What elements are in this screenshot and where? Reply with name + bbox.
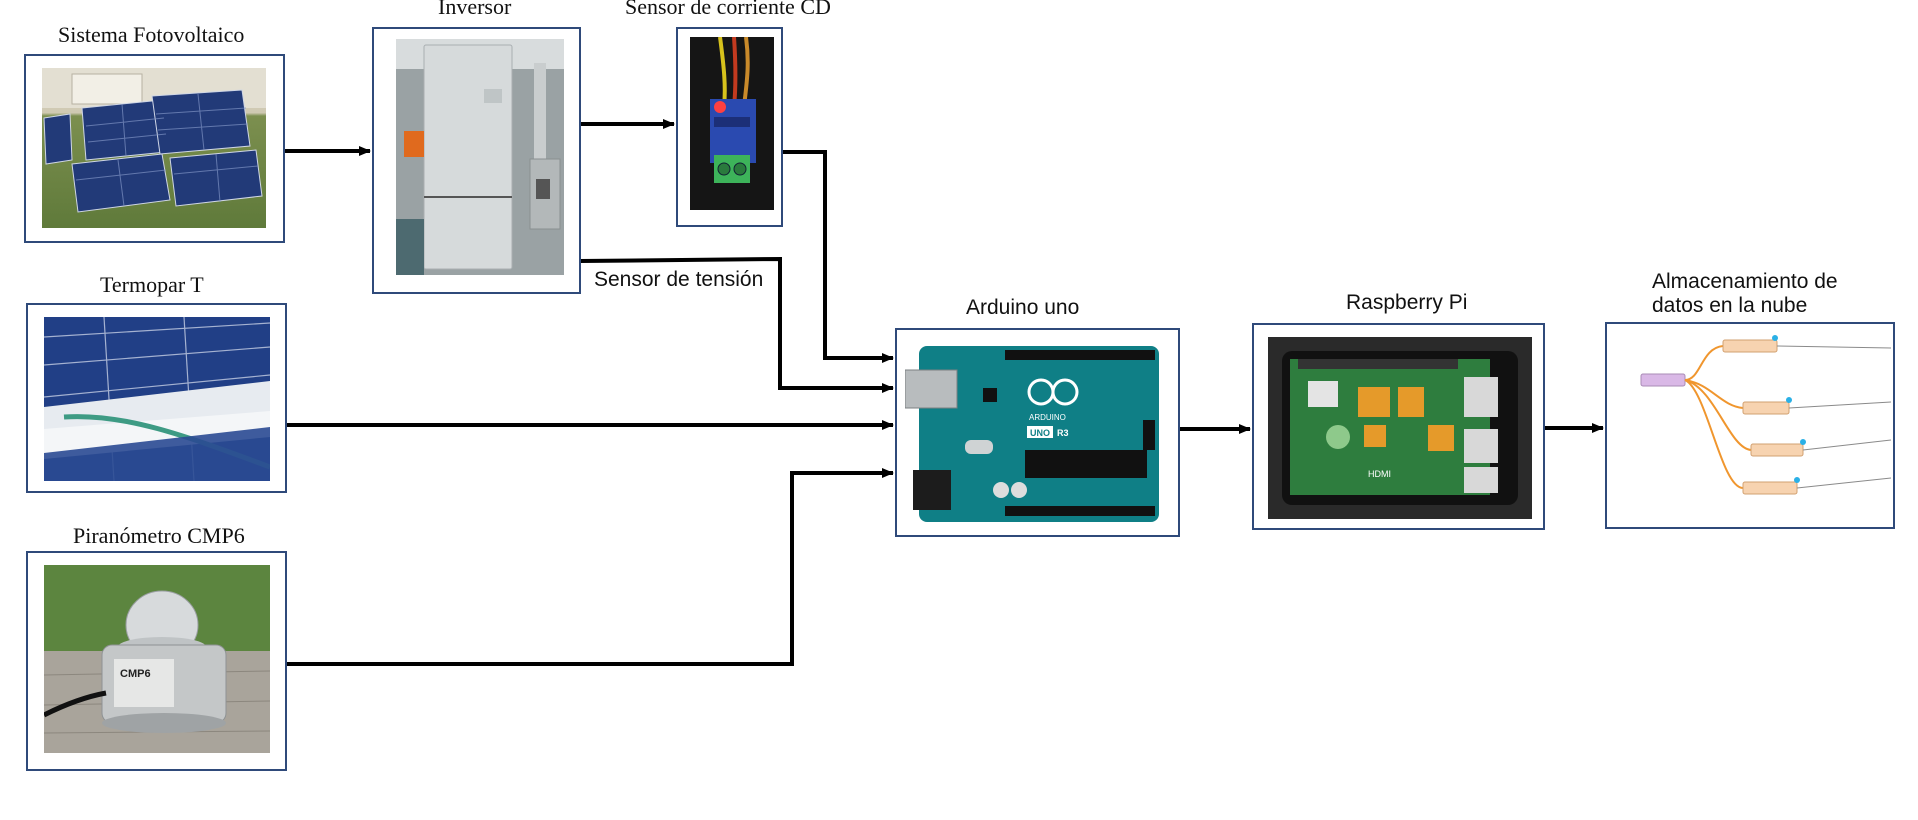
raspberry-pi-photo: HDMI (1268, 337, 1532, 519)
inverter-icon (396, 39, 564, 275)
raspberry-pi-box: HDMI (1252, 323, 1545, 530)
label-arduino: Arduino uno (966, 296, 1080, 319)
label-inverter: Inversor (438, 0, 512, 19)
node-flow-icon (1640, 335, 1891, 495)
dc-current-sensor-box (676, 27, 783, 227)
thermocouple-box (26, 303, 287, 493)
pyranometer-photo: CMP6 (44, 565, 270, 753)
pv-panels-photo (42, 68, 266, 228)
arduino-box: ARDUINO UNO R3 (895, 328, 1180, 537)
raspberry-pi-icon: HDMI (1268, 337, 1532, 519)
arrow-dc-sensor-to-arduino (782, 150, 894, 363)
pyranometer-icon: CMP6 (44, 565, 270, 753)
arduino-brand-text: ARDUINO (1029, 413, 1066, 422)
arrow-voltage-sensor-to-arduino (579, 256, 894, 393)
pyranometer-box: CMP6 (26, 551, 287, 771)
cloud-storage-screenshot (1611, 328, 1891, 524)
current-sensor-icon (690, 37, 774, 210)
label-thermocouple: Termopar T (100, 272, 204, 297)
thermocouple-photo (44, 317, 270, 481)
label-pyranometer: Piranómetro CMP6 (73, 523, 245, 548)
arduino-board-icon: ARDUINO UNO R3 (905, 346, 1159, 522)
label-pv-system: Sistema Fotovoltaico (58, 22, 245, 47)
inverter-box (372, 27, 581, 294)
arduino-model-text: UNO (1030, 428, 1050, 438)
solar-panel-icon (42, 68, 266, 213)
arduino-rev-text: R3 (1057, 428, 1069, 438)
arduino-photo: ARDUINO UNO R3 (905, 340, 1175, 528)
inverter-photo (396, 39, 564, 275)
raspberry-hdmi-text: HDMI (1368, 469, 1391, 479)
dc-sensor-photo (690, 37, 774, 210)
label-cloud-storage-line2: datos en la nube (1652, 294, 1808, 317)
pv-system-box (24, 54, 285, 243)
label-cloud-storage-line1: Almacenamiento de (1652, 270, 1838, 293)
label-voltage-sensor: Sensor de tensión (594, 268, 764, 291)
arrow-pyranometer-to-arduino (286, 468, 894, 666)
thermocouple-icon (44, 317, 270, 481)
label-dc-current-sensor: Sensor de corriente CD (625, 0, 831, 19)
cloud-storage-box (1605, 322, 1895, 529)
pyranometer-model-text: CMP6 (120, 668, 151, 680)
label-raspberry-pi: Raspberry Pi (1346, 291, 1468, 314)
